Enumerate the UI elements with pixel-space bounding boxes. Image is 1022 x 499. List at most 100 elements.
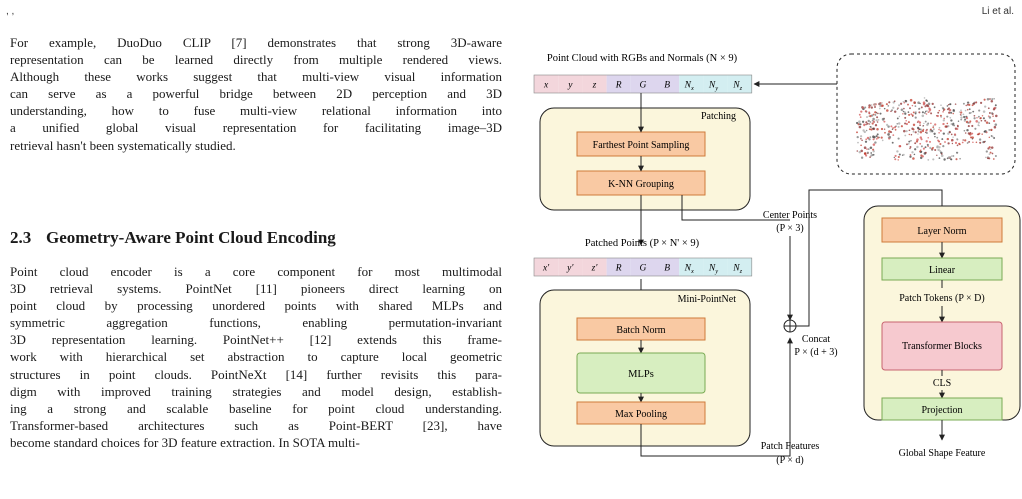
point bbox=[941, 106, 944, 109]
point bbox=[985, 121, 989, 124]
point bbox=[964, 132, 967, 134]
point bbox=[919, 142, 922, 145]
point bbox=[954, 141, 958, 144]
point bbox=[975, 141, 978, 144]
point bbox=[874, 111, 877, 114]
point bbox=[968, 103, 971, 106]
point bbox=[995, 114, 998, 118]
point bbox=[885, 103, 888, 106]
point bbox=[985, 150, 988, 153]
point bbox=[925, 132, 928, 134]
point bbox=[897, 159, 899, 161]
point bbox=[957, 120, 960, 122]
token-cell bbox=[534, 75, 559, 93]
point bbox=[988, 136, 991, 139]
running-header-author: Li et al. bbox=[981, 6, 1014, 17]
point bbox=[994, 154, 997, 158]
fps-label: Farthest Point Sampling bbox=[593, 140, 690, 151]
text-line: 3D retrieval systems. PointNet [11] pion… bbox=[10, 281, 502, 297]
point bbox=[869, 121, 872, 123]
point bbox=[928, 108, 932, 111]
point bbox=[858, 125, 862, 129]
token-cell bbox=[582, 258, 607, 276]
point bbox=[924, 151, 927, 154]
point bbox=[930, 128, 932, 131]
token-subscript: x bbox=[690, 85, 694, 92]
point bbox=[975, 101, 977, 104]
point bbox=[926, 128, 928, 131]
paragraph-point-cloud-encoder: Point cloud encoder is a core component … bbox=[10, 263, 502, 451]
point bbox=[892, 134, 895, 136]
point bbox=[947, 142, 950, 145]
point bbox=[893, 100, 896, 102]
point bbox=[896, 122, 899, 125]
token-label: R bbox=[615, 81, 622, 91]
knn-label: K-NN Grouping bbox=[608, 179, 674, 190]
text-line: Transformer-based architectures such as … bbox=[10, 417, 502, 433]
point bbox=[872, 143, 876, 146]
point bbox=[905, 130, 908, 133]
token-cell bbox=[534, 258, 559, 276]
point bbox=[855, 121, 859, 125]
maxpool-label: Max Pooling bbox=[615, 409, 667, 420]
point bbox=[993, 137, 996, 139]
point bbox=[988, 128, 991, 131]
point bbox=[912, 111, 915, 114]
text-line: point cloud by processing unordered poin… bbox=[10, 298, 502, 314]
point bbox=[883, 128, 886, 130]
point bbox=[865, 129, 868, 132]
point bbox=[949, 103, 952, 106]
point bbox=[891, 109, 893, 112]
point bbox=[935, 115, 938, 117]
point bbox=[939, 129, 942, 132]
point bbox=[920, 145, 923, 148]
point bbox=[952, 155, 955, 157]
text-line: work with hierarchical set abstraction t… bbox=[10, 349, 502, 365]
point bbox=[992, 119, 996, 123]
point bbox=[948, 131, 951, 134]
point bbox=[883, 107, 886, 110]
point bbox=[950, 158, 953, 161]
point bbox=[988, 157, 991, 160]
point bbox=[950, 133, 953, 136]
arrow-maxpool-to-features bbox=[640, 424, 732, 457]
point bbox=[878, 107, 881, 110]
point bbox=[865, 123, 867, 126]
point bbox=[953, 133, 957, 136]
concat-dim: P × (d + 3) bbox=[794, 347, 837, 358]
point bbox=[970, 111, 973, 114]
point bbox=[991, 135, 994, 138]
point bbox=[866, 116, 868, 118]
point bbox=[869, 136, 872, 138]
point bbox=[903, 107, 905, 110]
point bbox=[946, 137, 949, 141]
point bbox=[858, 150, 862, 154]
point bbox=[955, 158, 958, 161]
point bbox=[866, 122, 869, 125]
token-label: G bbox=[639, 264, 646, 274]
point bbox=[904, 116, 907, 119]
point bbox=[922, 125, 924, 127]
point bbox=[920, 138, 923, 141]
point bbox=[988, 122, 991, 125]
token-cell bbox=[558, 75, 583, 93]
global-feature-label: Global Shape Feature bbox=[899, 448, 986, 459]
point bbox=[874, 124, 878, 127]
point bbox=[914, 142, 917, 145]
token-cell bbox=[606, 75, 631, 93]
text-line: understanding, how to fuse multi-view re… bbox=[10, 103, 502, 119]
point bbox=[942, 122, 945, 126]
point bbox=[868, 122, 870, 125]
point bbox=[993, 97, 995, 100]
text-line: ing a strong and scalable baseline for p… bbox=[10, 400, 502, 416]
point-cloud-frame bbox=[836, 53, 1016, 175]
point bbox=[906, 143, 908, 146]
point bbox=[943, 117, 946, 120]
point bbox=[924, 105, 927, 108]
point bbox=[860, 156, 864, 159]
point bbox=[926, 104, 930, 108]
point bbox=[968, 141, 971, 143]
cls-label: CLS bbox=[933, 378, 951, 389]
point bbox=[856, 131, 858, 134]
point bbox=[888, 130, 891, 133]
